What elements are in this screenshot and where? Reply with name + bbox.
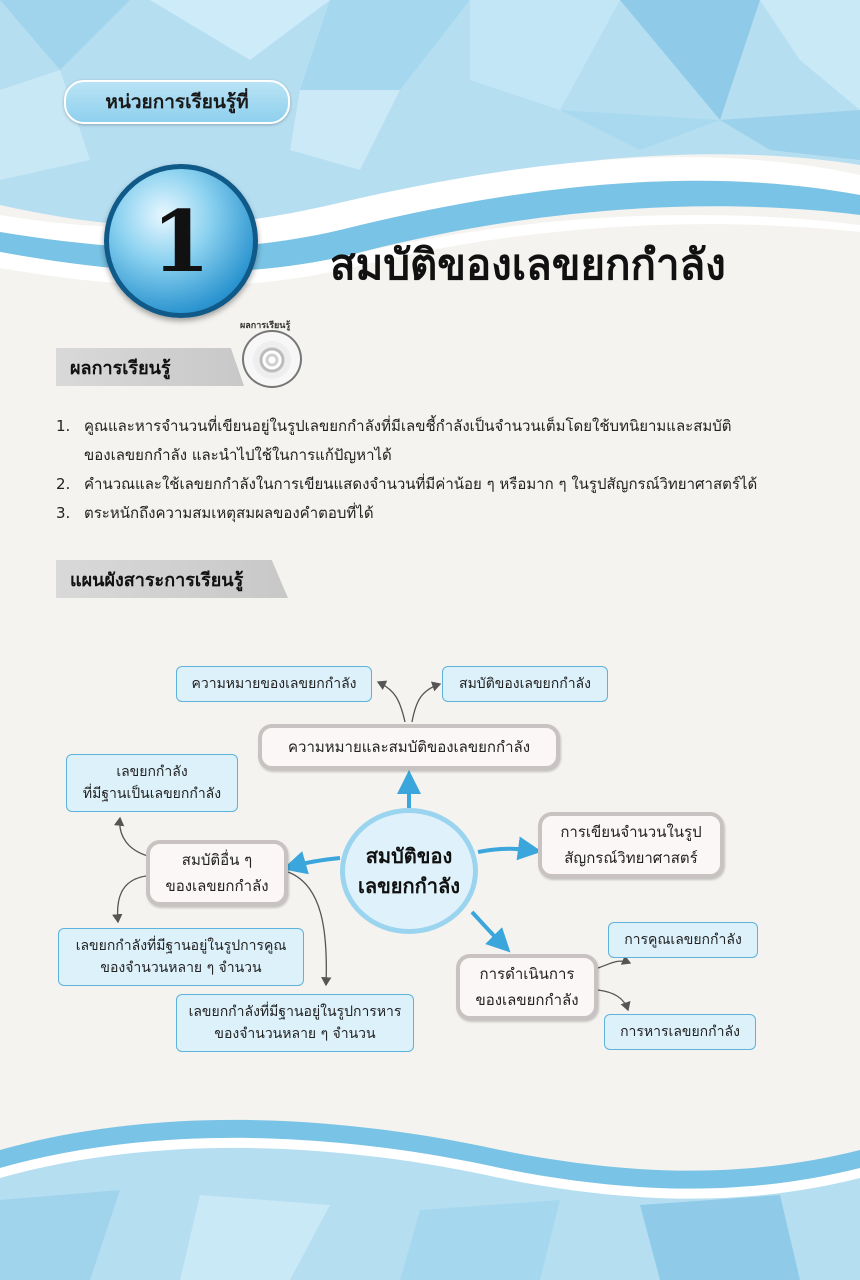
division-text: การหารเลขยกกำลัง <box>620 1024 740 1040</box>
list-item: 3. ตระหนักถึงความสมเหตุสมผลของคำตอบที่ได… <box>56 499 816 528</box>
product-base-box: เลขยกกำลังที่มีฐานอยู่ในรูปการคูณ ของจำน… <box>58 928 304 986</box>
item-number: 1. <box>56 417 71 435</box>
learning-outcomes-list: 1. คูณและหารจำนวนที่เขียนอยู่ในรูปเลขยกก… <box>56 412 816 528</box>
operations-box: การดำเนินการ ของเลขยกกำลัง <box>456 954 598 1020</box>
learning-outcomes-heading: ผลการเรียนรู้ <box>56 348 244 386</box>
unit-label: หน่วยการเรียนรู้ที่ <box>64 80 290 124</box>
product-base-line1: เลขยกกำลังที่มีฐานอยู่ในรูปการคูณ <box>75 938 287 954</box>
power-of-power-box: เลขยกกำลัง ที่มีฐานเป็นเลขยกกำลัง <box>66 754 238 812</box>
item-text-cont: ของเลขยกกำลัง และนำไปใช้ในการแก้ปัญหาได้ <box>84 446 392 464</box>
unit-number: 1 <box>104 164 258 318</box>
item-number: 2. <box>56 475 71 493</box>
meaning-properties-text: ความหมายและสมบัติของเลขยกกำลัง <box>287 738 531 756</box>
learning-outcomes-badge-icon: ผลการเรียนรู้ <box>240 321 302 388</box>
operations-line1: การดำเนินการ <box>479 965 575 983</box>
properties-text: สมบัติของเลขยกกำลัง <box>459 676 591 692</box>
central-topic-line2: เลขยกกำลัง <box>358 874 460 898</box>
concept-map-heading: แผนผังสาระการเรียนรู้ <box>56 560 288 598</box>
meaning-properties-box: ความหมายและสมบัติของเลขยกกำลัง <box>258 724 560 770</box>
scientific-notation-line1: การเขียนจำนวนในรูป <box>560 823 702 841</box>
power-of-power-line2: ที่มีฐานเป็นเลขยกกำลัง <box>82 786 222 802</box>
item-number: 3. <box>56 504 71 522</box>
list-item: 1. คูณและหารจำนวนที่เขียนอยู่ในรูปเลขยกก… <box>56 412 816 470</box>
quotient-base-box: เลขยกกำลังที่มีฐานอยู่ในรูปการหาร ของจำน… <box>176 994 414 1052</box>
operations-line2: ของเลขยกกำลัง <box>475 991 579 1009</box>
central-topic: สมบัติของ เลขยกกำลัง <box>340 808 478 934</box>
scientific-notation-line2: สัญกรณ์วิทยาศาสตร์ <box>564 849 698 867</box>
scientific-notation-box: การเขียนจำนวนในรูป สัญกรณ์วิทยาศาสตร์ <box>538 812 724 878</box>
list-item: 2. คำนวณและใช้เลขยกกำลังในการเขียนแสดงจำ… <box>56 470 816 499</box>
badge-label: ผลการเรียนรู้ <box>240 321 291 331</box>
multiplication-box: การคูณเลขยกกำลัง <box>608 922 758 958</box>
division-box: การหารเลขยกกำลัง <box>604 1014 756 1050</box>
quotient-base-line1: เลขยกกำลังที่มีฐานอยู่ในรูปการหาร <box>188 1004 402 1020</box>
other-properties-box: สมบัติอื่น ๆ ของเลขยกกำลัง <box>146 840 288 906</box>
product-base-line2: ของจำนวนหลาย ๆ จำนวน <box>100 960 262 976</box>
item-text: คูณและหารจำนวนที่เขียนอยู่ในรูปเลขยกกำลั… <box>84 417 732 435</box>
properties-box: สมบัติของเลขยกกำลัง <box>442 666 608 702</box>
meaning-text: ความหมายของเลขยกกำลัง <box>191 676 357 692</box>
other-properties-line2: ของเลขยกกำลัง <box>165 877 269 895</box>
central-topic-line1: สมบัติของ <box>365 844 453 868</box>
meaning-box: ความหมายของเลขยกกำลัง <box>176 666 372 702</box>
item-text: ตระหนักถึงความสมเหตุสมผลของคำตอบที่ได้ <box>84 504 374 522</box>
multiplication-text: การคูณเลขยกกำลัง <box>624 932 742 948</box>
chapter-title: สมบัติของเลขยกกำลัง <box>330 240 726 289</box>
item-text: คำนวณและใช้เลขยกกำลังในการเขียนแสดงจำนวน… <box>84 475 758 493</box>
other-properties-line1: สมบัติอื่น ๆ <box>181 851 253 869</box>
quotient-base-line2: ของจำนวนหลาย ๆ จำนวน <box>214 1026 376 1042</box>
power-of-power-line1: เลขยกกำลัง <box>116 764 188 780</box>
